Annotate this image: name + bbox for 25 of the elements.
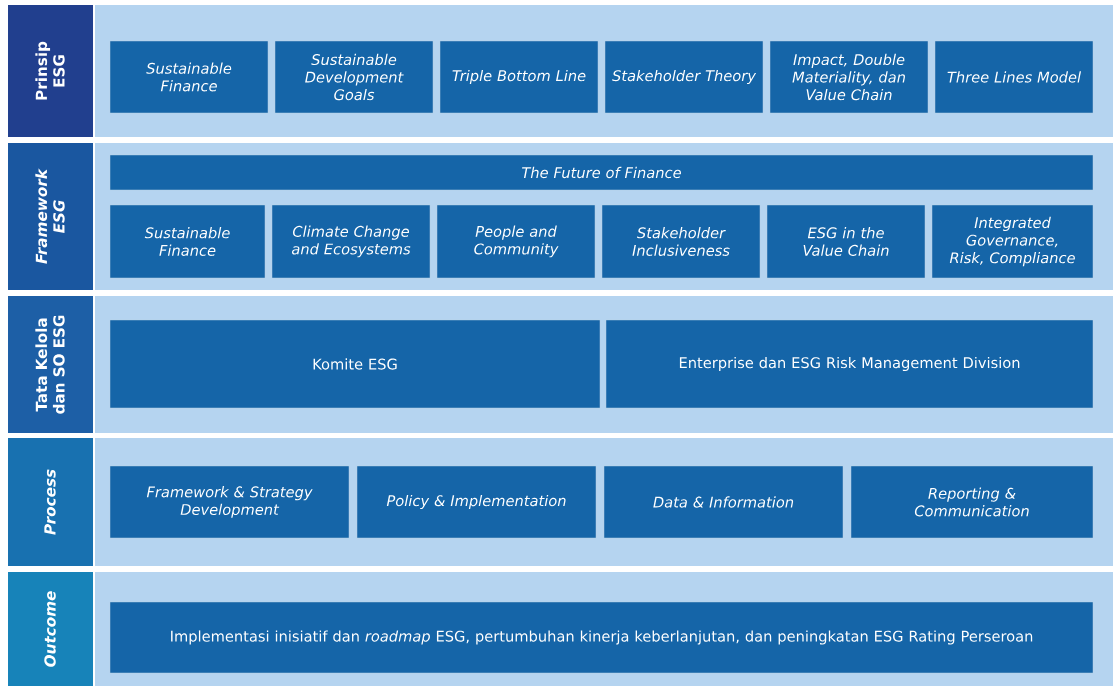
- text-box: ESG in the Value Chain: [766, 204, 926, 279]
- node-label: Process: [44, 469, 56, 535]
- text-box: Framework & Strategy Development: [109, 465, 350, 539]
- text-box: Stakeholder Theory: [604, 40, 764, 114]
- text-box: Sustainable Development Goals: [274, 40, 434, 114]
- node-label: Tata Kelola dan SO ESG: [35, 315, 65, 414]
- text-box: Policy & Implementation: [356, 465, 597, 539]
- text-box: The Future of Finance: [109, 154, 1094, 191]
- text-box: Enterprise dan ESG Risk Management Division: [605, 319, 1094, 409]
- text-box: Climate Change and Ecosystems: [271, 204, 431, 279]
- text-box: Data & Information: [603, 465, 844, 539]
- text-box: Komite ESG: [109, 319, 601, 409]
- node-label: Framework ESG: [35, 168, 65, 264]
- text-box: Stakeholder Inclusiveness: [601, 204, 761, 279]
- node-label: Prinsip ESG: [35, 41, 65, 100]
- text-box: People and Community: [436, 204, 596, 279]
- node-label: Outcome: [44, 591, 56, 667]
- text-box: Reporting & Communication: [850, 465, 1094, 539]
- text-box: Integrated Governance, Risk, Compliance: [931, 204, 1094, 279]
- text-box: Impact, Double Materiality, dan Value Chain: [769, 40, 929, 114]
- text-box: Three Lines Model: [934, 40, 1094, 114]
- text-box: Triple Bottom Line: [439, 40, 599, 114]
- text-box: Sustainable Finance: [109, 204, 266, 279]
- text-box: Sustainable Finance: [109, 40, 269, 114]
- text-box: Implementasi inisiatif dan roadmap ESG, pertumbuhan kinerja keberlanjutan, dan peningkatan ESG Rating Perseroan: [109, 601, 1094, 674]
